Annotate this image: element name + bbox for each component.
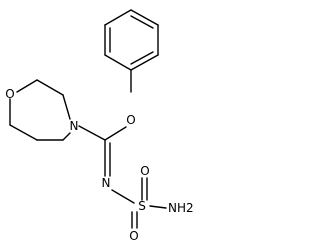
atom-morpholine-nitrogen: N (70, 119, 79, 133)
atom-ester-oxygen: O (126, 113, 135, 127)
atom-amine: NH2 (168, 201, 194, 215)
bond-nitrogen-carbon (78, 125, 106, 141)
phenyl-bond (130, 54, 159, 71)
phenyl-double-bond (130, 15, 154, 29)
morpholine-bond (62, 132, 71, 141)
morpholine-bond (36, 79, 64, 96)
bond-imine-sulfur (111, 189, 135, 204)
atom-sulfonyl-oxygen-top: O (140, 164, 149, 178)
atom-sulfonyl-oxygen-bottom: O (129, 229, 138, 243)
phenyl-ring (104, 9, 159, 71)
bond-sulfur-amine (149, 205, 167, 209)
phenyl-bond (104, 54, 132, 71)
morpholine-ring (9, 79, 71, 141)
morpholine-bond (62, 94, 71, 120)
phenyl-bond (130, 9, 159, 26)
phenyl-double-bond (130, 51, 154, 65)
structure-diagram: O N O N O S O NH2 (5, 9, 194, 243)
phenyl-bond (104, 9, 132, 26)
atom-ring-oxygen: O (5, 87, 14, 101)
atom-sulfur: S (138, 199, 146, 213)
atom-imine-nitrogen: N (102, 176, 111, 190)
morpholine-bond (16, 79, 38, 93)
morpholine-bond (9, 124, 38, 141)
bond-ester-oxygen-carbon (104, 126, 127, 141)
